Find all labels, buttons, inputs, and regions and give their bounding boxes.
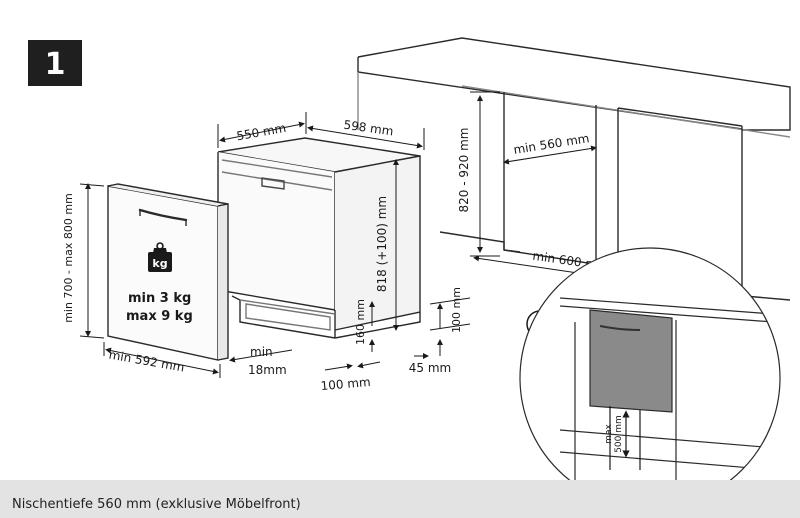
detail-value-label: 500 mm xyxy=(614,415,624,453)
detail-view: max 500 mm xyxy=(519,247,781,480)
dishwasher-dimensions xyxy=(217,112,471,371)
dishwasher xyxy=(217,137,421,339)
caption-bar: Nischentiefe 560 mm (exklusive Möbelfron… xyxy=(0,480,800,518)
door-weight-min-label: min 3 kg xyxy=(128,291,191,306)
detail-max-label: max xyxy=(604,424,614,444)
furniture-door-panel xyxy=(107,183,229,361)
door-height-label: min 700 - max 800 mm xyxy=(62,193,75,323)
step-badge: 1 xyxy=(28,40,82,86)
door-weight-max-label: max 9 kg xyxy=(126,309,193,324)
niche-width-label: min 560 mm xyxy=(512,131,590,157)
depth-label: 550 mm xyxy=(235,121,287,143)
step-number: 1 xyxy=(45,47,66,82)
width-label: 598 mm xyxy=(343,118,395,139)
plinth-adjust-label: 100 mm xyxy=(450,287,463,333)
panel-gap-min-label: min xyxy=(250,345,273,359)
door-width-label: min 592 mm xyxy=(108,348,186,375)
appliance-height-label: 818 (+100) mm xyxy=(375,196,389,292)
niche-height-label: 820 - 920 mm xyxy=(457,128,471,213)
plinth-setback-label: 45 mm xyxy=(409,361,451,375)
weight-icon: kg xyxy=(148,242,172,272)
plinth-depth-label: 100 mm xyxy=(320,375,371,393)
caption-text: Nischentiefe 560 mm (exklusive Möbelfron… xyxy=(12,497,301,512)
plinth-height-label: 160 mm xyxy=(354,299,367,345)
installation-diagram: 1 820 - 920 mm min 560 mm min 600 mm xyxy=(28,37,791,480)
panel-gap-value-label: 18mm xyxy=(248,363,287,377)
door-dimensions xyxy=(79,183,221,378)
kg-icon-text: kg xyxy=(152,257,167,270)
